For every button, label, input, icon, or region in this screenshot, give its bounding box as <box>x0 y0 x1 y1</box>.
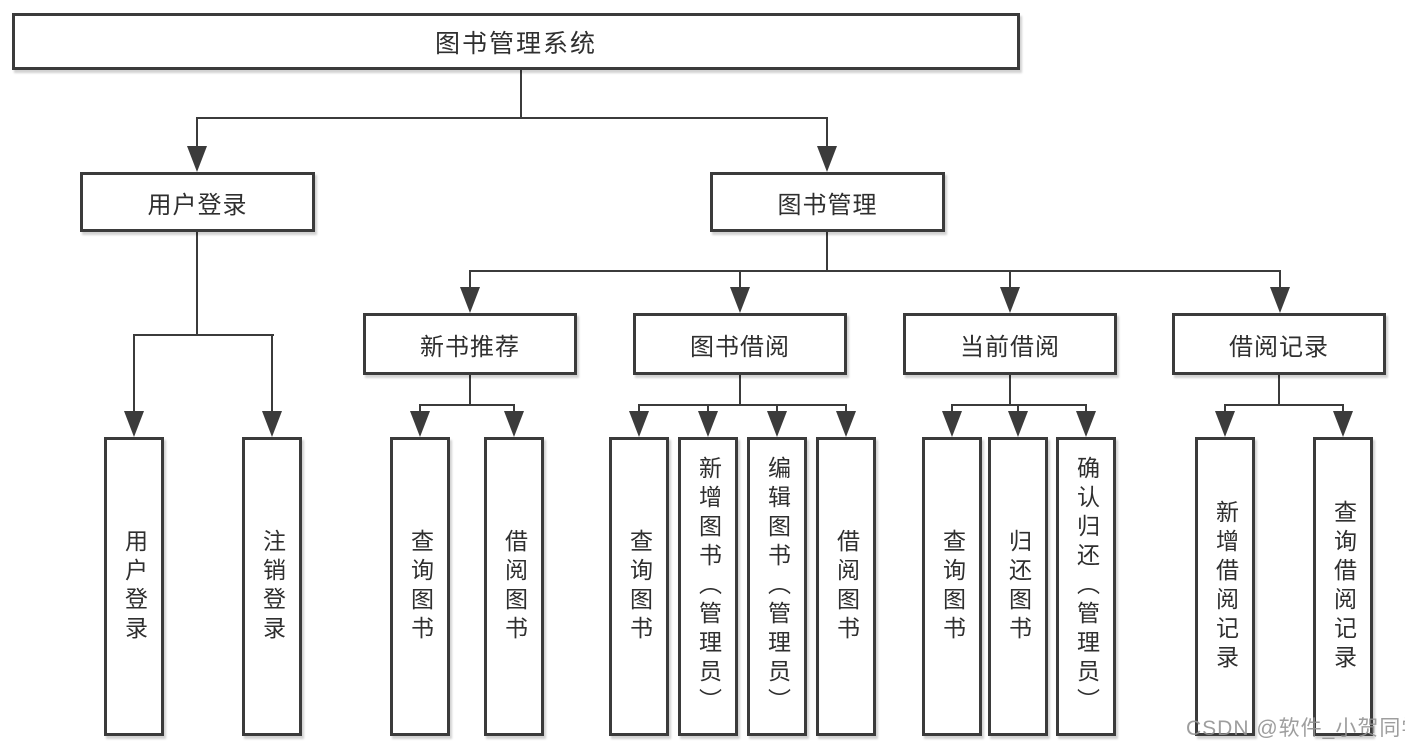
leaf-query-book-recommend: 查询图书 <box>390 437 450 736</box>
leaf-borrow-book: 借阅图书 <box>816 437 876 736</box>
connector-drop <box>739 272 741 289</box>
arrow-down-icon <box>942 411 962 437</box>
arrow-down-icon <box>836 411 856 437</box>
arrow-down-icon <box>730 287 750 313</box>
arrow-down-icon <box>767 411 787 437</box>
leaf-logout: 注销登录 <box>242 437 302 736</box>
arrow-down-icon <box>504 411 524 437</box>
node-book-borrow: 图书借阅 <box>633 313 847 375</box>
connector-drop-book-mgmt <box>826 119 828 149</box>
connector-drop <box>1009 272 1011 289</box>
node-book-management: 图书管理 <box>710 172 945 232</box>
leaf-add-borrow-record: 新增借阅记录 <box>1195 437 1255 736</box>
connector-drop <box>1224 406 1226 414</box>
arrow-down-icon <box>1008 411 1028 437</box>
connector-drop <box>1279 272 1281 289</box>
connector-bar <box>951 404 1087 406</box>
connector-trunk <box>1278 375 1280 406</box>
connector-level2-bar <box>469 270 1281 272</box>
connector-trunk <box>469 375 471 406</box>
connector-drop <box>638 406 640 414</box>
connector-bar <box>1224 404 1344 406</box>
connector-bar <box>419 404 515 406</box>
connector-drop <box>776 406 778 414</box>
arrow-down-icon <box>1215 411 1235 437</box>
connector-drop-user-login <box>196 119 198 149</box>
arrow-down-icon <box>698 411 718 437</box>
leaf-confirm-return-admin: 确认归还（管理员） <box>1056 437 1116 736</box>
connector-book-mgmt-trunk <box>826 232 828 272</box>
csdn-watermark: CSDN @软件_小贺同学 <box>1186 717 1405 740</box>
node-new-book-recommend: 新书推荐 <box>363 313 577 375</box>
connector-drop <box>845 406 847 414</box>
connector-level1-bar <box>196 117 828 119</box>
connector-drop <box>1017 406 1019 414</box>
arrow-down-icon <box>1270 287 1290 313</box>
arrow-down-icon <box>1076 411 1096 437</box>
connector-drop <box>707 406 709 414</box>
leaf-query-borrow-record: 查询借阅记录 <box>1313 437 1373 736</box>
leaf-user-login: 用户登录 <box>104 437 164 736</box>
arrow-down-icon <box>629 411 649 437</box>
connector-drop <box>1085 406 1087 414</box>
node-current-borrow: 当前借阅 <box>903 313 1117 375</box>
connector-trunk <box>1009 375 1011 406</box>
connector-user-login-bar <box>133 334 274 336</box>
arrow-down-icon <box>1000 287 1020 313</box>
leaf-query-book-borrow: 查询图书 <box>609 437 669 736</box>
connector-bar <box>638 404 847 406</box>
arrow-down-icon <box>817 146 837 172</box>
connector-user-login-trunk <box>196 232 198 336</box>
connector-drop <box>513 406 515 414</box>
connector-drop <box>271 336 273 414</box>
connector-trunk <box>739 375 741 406</box>
arrow-down-icon <box>124 411 144 437</box>
arrow-down-icon <box>262 411 282 437</box>
leaf-add-book-admin: 新增图书（管理员） <box>678 437 738 736</box>
leaf-query-book-current: 查询图书 <box>922 437 982 736</box>
connector-root-trunk <box>520 70 522 119</box>
leaf-return-book: 归还图书 <box>988 437 1048 736</box>
connector-drop <box>951 406 953 414</box>
connector-drop <box>133 336 135 414</box>
connector-drop <box>1342 406 1344 414</box>
arrow-down-icon <box>410 411 430 437</box>
node-borrow-record: 借阅记录 <box>1172 313 1386 375</box>
connector-drop <box>419 406 421 414</box>
arrow-down-icon <box>187 146 207 172</box>
node-user-login: 用户登录 <box>80 172 315 232</box>
arrow-down-icon <box>1333 411 1353 437</box>
leaf-edit-book-admin: 编辑图书（管理员） <box>747 437 807 736</box>
arrow-down-icon <box>460 287 480 313</box>
leaf-borrow-book-recommend: 借阅图书 <box>484 437 544 736</box>
node-root-library-system: 图书管理系统 <box>12 13 1020 70</box>
connector-drop <box>469 272 471 289</box>
